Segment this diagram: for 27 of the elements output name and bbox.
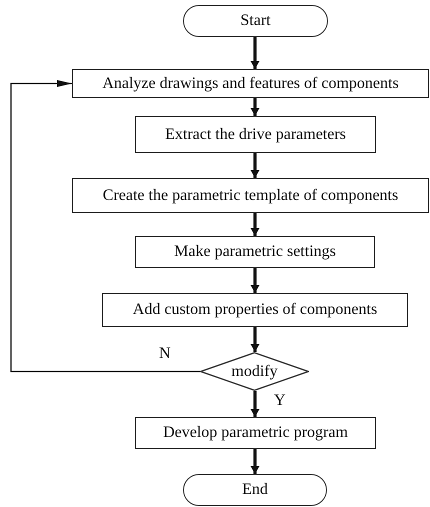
step-text: Start bbox=[240, 12, 271, 30]
arrow bbox=[250, 98, 260, 116]
arrow bbox=[250, 213, 260, 236]
step-text: Add custom properties of components bbox=[132, 301, 378, 319]
step-text: End bbox=[242, 481, 268, 499]
step-text: Create the parametric template of components bbox=[102, 186, 398, 204]
terminal-shape bbox=[183, 5, 328, 37]
step-text: modify bbox=[231, 362, 278, 380]
process-box bbox=[72, 178, 429, 213]
arrow bbox=[250, 449, 260, 474]
process-box bbox=[135, 417, 376, 449]
process-box bbox=[102, 293, 408, 327]
step-text: Analyze drawings and features of components bbox=[102, 74, 399, 92]
process-box bbox=[72, 69, 429, 98]
arrow bbox=[250, 391, 260, 417]
step-text: Develop parametric program bbox=[163, 424, 348, 442]
terminal-shape bbox=[183, 474, 327, 506]
arrow bbox=[250, 268, 260, 293]
step-text: Make parametric settings bbox=[174, 243, 336, 261]
arrow bbox=[10, 80, 200, 372]
decision-diamond bbox=[200, 352, 309, 391]
arrow bbox=[250, 37, 260, 69]
process-box bbox=[135, 116, 376, 153]
arrow bbox=[250, 153, 260, 178]
arrow bbox=[250, 327, 260, 352]
step-text: Extract the drive parameters bbox=[165, 126, 346, 144]
process-box bbox=[135, 236, 375, 268]
